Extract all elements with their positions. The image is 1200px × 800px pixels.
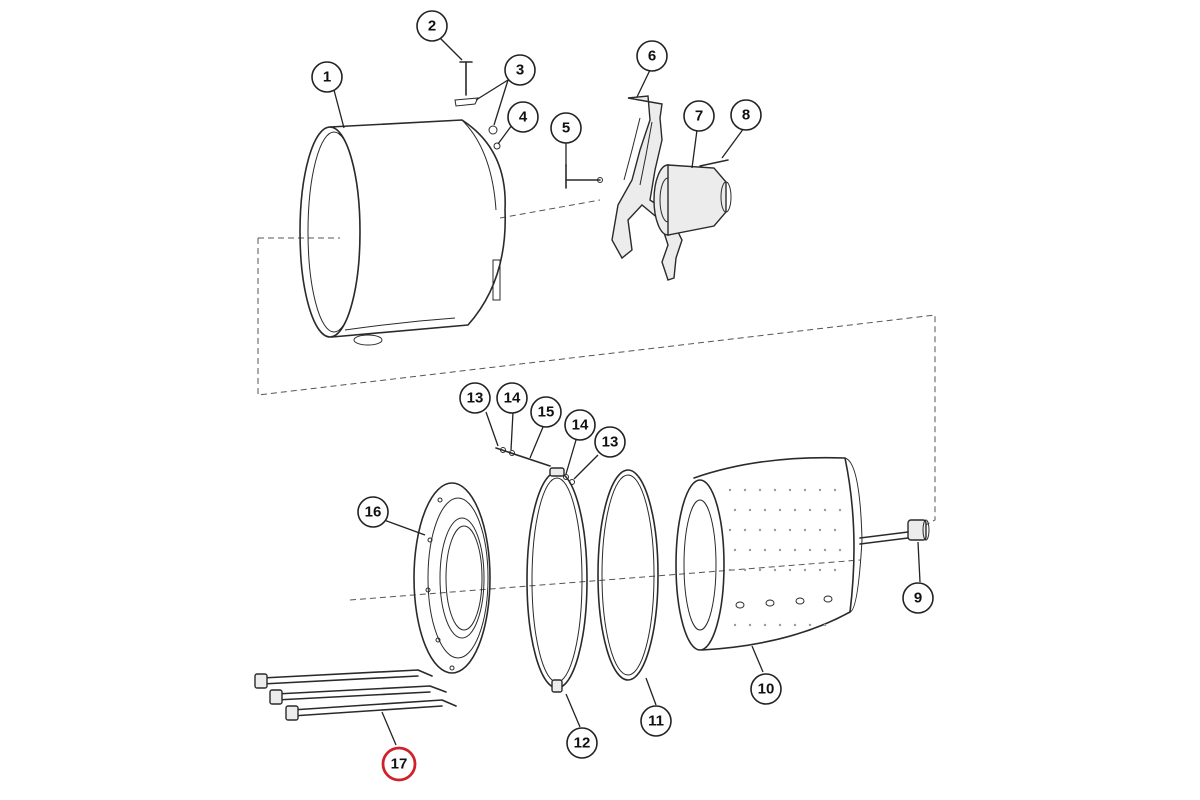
part-bushing [907, 519, 930, 541]
callout-8: 8 [730, 99, 762, 131]
callout-15-label: 15 [538, 404, 555, 421]
callout-7: 7 [683, 100, 715, 132]
callout-12-label: 12 [574, 735, 591, 752]
callout-11: 11 [640, 705, 672, 737]
callout-2-label: 2 [428, 18, 436, 35]
assembly-guide-lines [257, 199, 936, 601]
part-heating-elements [254, 669, 457, 721]
callout-14-left-label: 14 [504, 390, 521, 407]
callout-1: 1 [311, 61, 343, 93]
callout-15: 15 [530, 396, 562, 428]
callout-6-label: 6 [648, 48, 656, 65]
callout-3-label: 3 [516, 62, 524, 79]
callout-2: 2 [416, 10, 448, 42]
callout-10-label: 10 [758, 681, 775, 698]
part-gasket-ring [597, 469, 659, 681]
callout-6: 6 [636, 40, 668, 72]
callout-16: 16 [357, 496, 389, 528]
callout-9-label: 9 [914, 590, 922, 607]
callout-14-right-label: 14 [572, 417, 589, 434]
part-bearing-hub [653, 159, 732, 236]
callout-8-label: 8 [742, 107, 750, 124]
part-bolt [565, 164, 603, 189]
callout-1-label: 1 [323, 69, 331, 86]
callout-4: 4 [507, 101, 539, 133]
part-band-screw-hardware [495, 447, 575, 485]
callout-3: 3 [504, 54, 536, 86]
callout-10: 10 [750, 673, 782, 705]
callout-17-label: 17 [391, 756, 408, 773]
callout-13-left-label: 13 [467, 390, 484, 407]
callout-7-label: 7 [695, 108, 703, 125]
callout-14-right: 14 [564, 409, 596, 441]
callout-5-label: 5 [562, 120, 570, 137]
callout-5: 5 [550, 112, 582, 144]
callout-9: 9 [902, 582, 934, 614]
callout-12: 12 [566, 727, 598, 759]
callout-4-label: 4 [519, 109, 528, 126]
part-inner-basket [675, 456, 909, 651]
callout-11-label: 11 [648, 713, 664, 730]
part-clamp-band [526, 467, 588, 693]
basket-lifter-slots [735, 595, 833, 609]
part-screw-clip-hardware [454, 61, 501, 150]
callout-14-left: 14 [496, 382, 528, 414]
callout-13-right: 13 [594, 426, 626, 458]
part-drum-shell [299, 119, 507, 346]
callout-16-label: 16 [365, 504, 382, 521]
part-front-bulkhead [413, 482, 491, 674]
callout-17-highlighted: 17 [381, 746, 417, 782]
callouts: 1 2 3 4 5 6 7 8 [311, 10, 934, 782]
basket-perforation-pattern [728, 488, 842, 627]
callout-13-right-label: 13 [602, 434, 619, 451]
callout-13-left: 13 [459, 382, 491, 414]
callout-leader-lines [333, 35, 921, 746]
